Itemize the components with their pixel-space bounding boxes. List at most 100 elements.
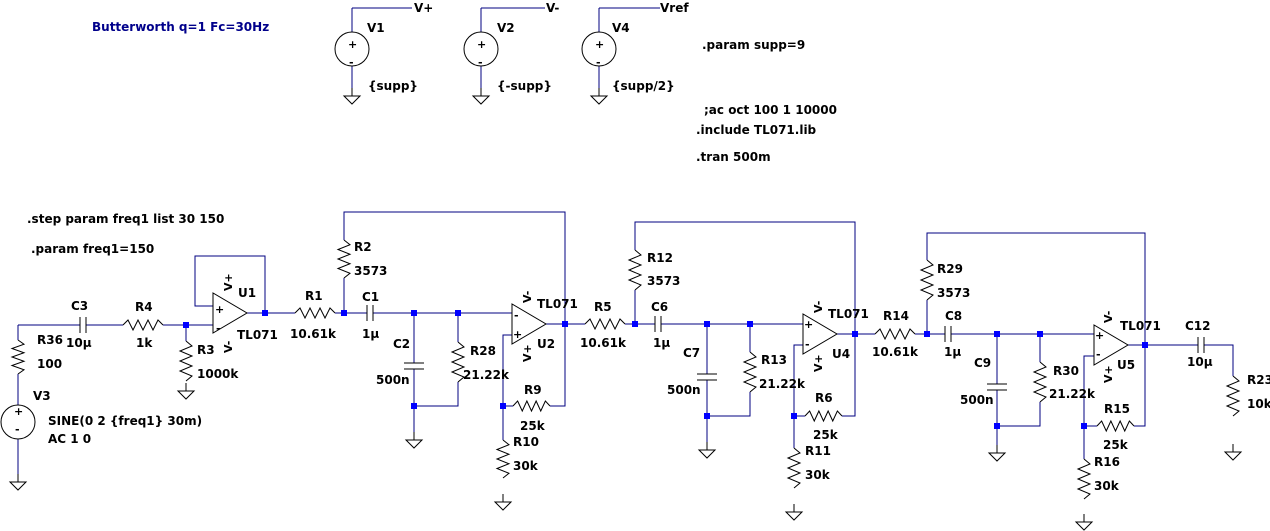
r12-feedback-wire <box>634 221 856 334</box>
junction <box>704 413 710 419</box>
junction <box>500 403 506 409</box>
r14-resistor <box>874 327 916 341</box>
junction <box>852 331 858 337</box>
r16-ground <box>1074 514 1094 531</box>
junction <box>994 331 1000 337</box>
u5-plus-pin: + <box>1095 329 1104 342</box>
r36-name: R36 <box>37 333 63 347</box>
r15-right-wire <box>1134 345 1146 427</box>
c12-value: 10µ <box>1187 355 1213 369</box>
u1-plus-pin: + <box>215 303 224 316</box>
junction <box>411 310 417 316</box>
r28-name: R28 <box>470 344 496 358</box>
v3-minus-mark: - <box>15 423 20 436</box>
c1-name: C1 <box>362 290 379 304</box>
u1-vn-label: V- <box>222 341 235 353</box>
r16-value: 30k <box>1094 479 1120 493</box>
u4-plus-pin: + <box>804 318 813 331</box>
r3-resistor <box>178 340 194 382</box>
junction <box>632 321 638 327</box>
u5-name: U5 <box>1117 358 1135 372</box>
r10-resistor <box>495 439 511 479</box>
r29-resistor <box>919 259 935 301</box>
title: Butterworth q=1 Fc=30Hz <box>92 20 269 34</box>
c3-value: 10µ <box>66 336 92 350</box>
include-directive: .include TL071.lib <box>696 123 817 137</box>
c9-capacitor <box>987 383 1007 391</box>
u2-name: U2 <box>537 337 555 351</box>
v2-plus-mark: + <box>477 38 486 51</box>
r16-name: R16 <box>1094 455 1120 469</box>
junction <box>747 321 753 327</box>
r10-ground <box>493 494 513 511</box>
v3-ac: AC 1 0 <box>48 432 91 446</box>
c7-capacitor <box>697 373 717 381</box>
c2-ground <box>404 432 424 449</box>
u2-vn-label: V- <box>521 291 534 303</box>
v3-plus-mark: + <box>14 405 23 418</box>
components <box>0 31 1243 531</box>
junction <box>704 321 710 327</box>
r12-resistor <box>627 249 643 291</box>
junctions <box>183 310 1148 429</box>
c7-name: C7 <box>683 346 700 360</box>
u4-minus-pin: - <box>805 338 810 351</box>
c2-value: 500n <box>376 373 410 387</box>
c8-name: C8 <box>945 309 962 323</box>
r30-value: 21.22k <box>1049 387 1096 401</box>
c2-capacitor <box>404 362 424 370</box>
v1-minus-mark: - <box>349 56 354 69</box>
r2-name: R2 <box>354 240 372 254</box>
r15-name: R15 <box>1104 402 1130 416</box>
r30-resistor <box>1032 361 1048 403</box>
r11-resistor <box>786 447 802 489</box>
r30-bottom-wire <box>997 402 1041 427</box>
step-directive: .step param freq1 list 30 150 <box>27 212 224 226</box>
output-wire <box>1204 344 1234 376</box>
u5-opamp <box>1093 324 1129 366</box>
c1-capacitor <box>366 305 374 321</box>
v2-value: {-supp} <box>497 79 552 93</box>
r6-name: R6 <box>815 391 833 405</box>
v1-source-symbol <box>334 31 370 67</box>
r3-name: R3 <box>197 343 215 357</box>
v3-name: V3 <box>33 389 51 403</box>
r6-right-wire <box>842 334 856 417</box>
c7-ground <box>697 442 717 459</box>
u1-feedback-wire <box>194 255 266 312</box>
c1-value: 1µ <box>362 327 379 341</box>
net-vplus: V+ <box>414 1 433 15</box>
r28-resistor <box>450 341 466 383</box>
u1-vp-label: V+ <box>222 273 235 291</box>
v4-source-symbol <box>581 31 617 67</box>
r2-resistor <box>336 239 352 279</box>
junction <box>924 331 930 337</box>
c6-value: 1µ <box>653 336 670 350</box>
u2-plus-pin: + <box>513 328 522 341</box>
r11-value: 30k <box>805 468 831 482</box>
v2-minus-mark: - <box>478 56 483 69</box>
u1-minus-pin: - <box>216 322 221 335</box>
r9-name: R9 <box>524 383 542 397</box>
r15-value: 25k <box>1103 438 1129 452</box>
r1-resistor <box>294 306 336 320</box>
v4-value: {supp/2} <box>612 79 675 93</box>
junction <box>411 403 417 409</box>
r1-value: 10.61k <box>290 327 337 341</box>
v3-value: SINE(0 2 {freq1} 30m) <box>48 414 202 428</box>
r6-resistor <box>804 409 843 423</box>
c6-name: C6 <box>651 300 668 314</box>
r10-value: 30k <box>513 459 539 473</box>
r4-value: 1k <box>136 336 153 350</box>
r3-value: 1000k <box>197 367 239 381</box>
v2-source-symbol <box>463 31 499 67</box>
u5-vn-label: V- <box>1102 311 1115 323</box>
c12-name: C12 <box>1185 319 1211 333</box>
r13-value: 21.22k <box>759 377 806 391</box>
c12-capacitor <box>1197 337 1205 353</box>
r29-name: R29 <box>937 262 963 276</box>
u4-neg-wire <box>793 344 805 417</box>
r23-name: R23 <box>1247 373 1270 387</box>
c6-capacitor <box>654 316 662 332</box>
